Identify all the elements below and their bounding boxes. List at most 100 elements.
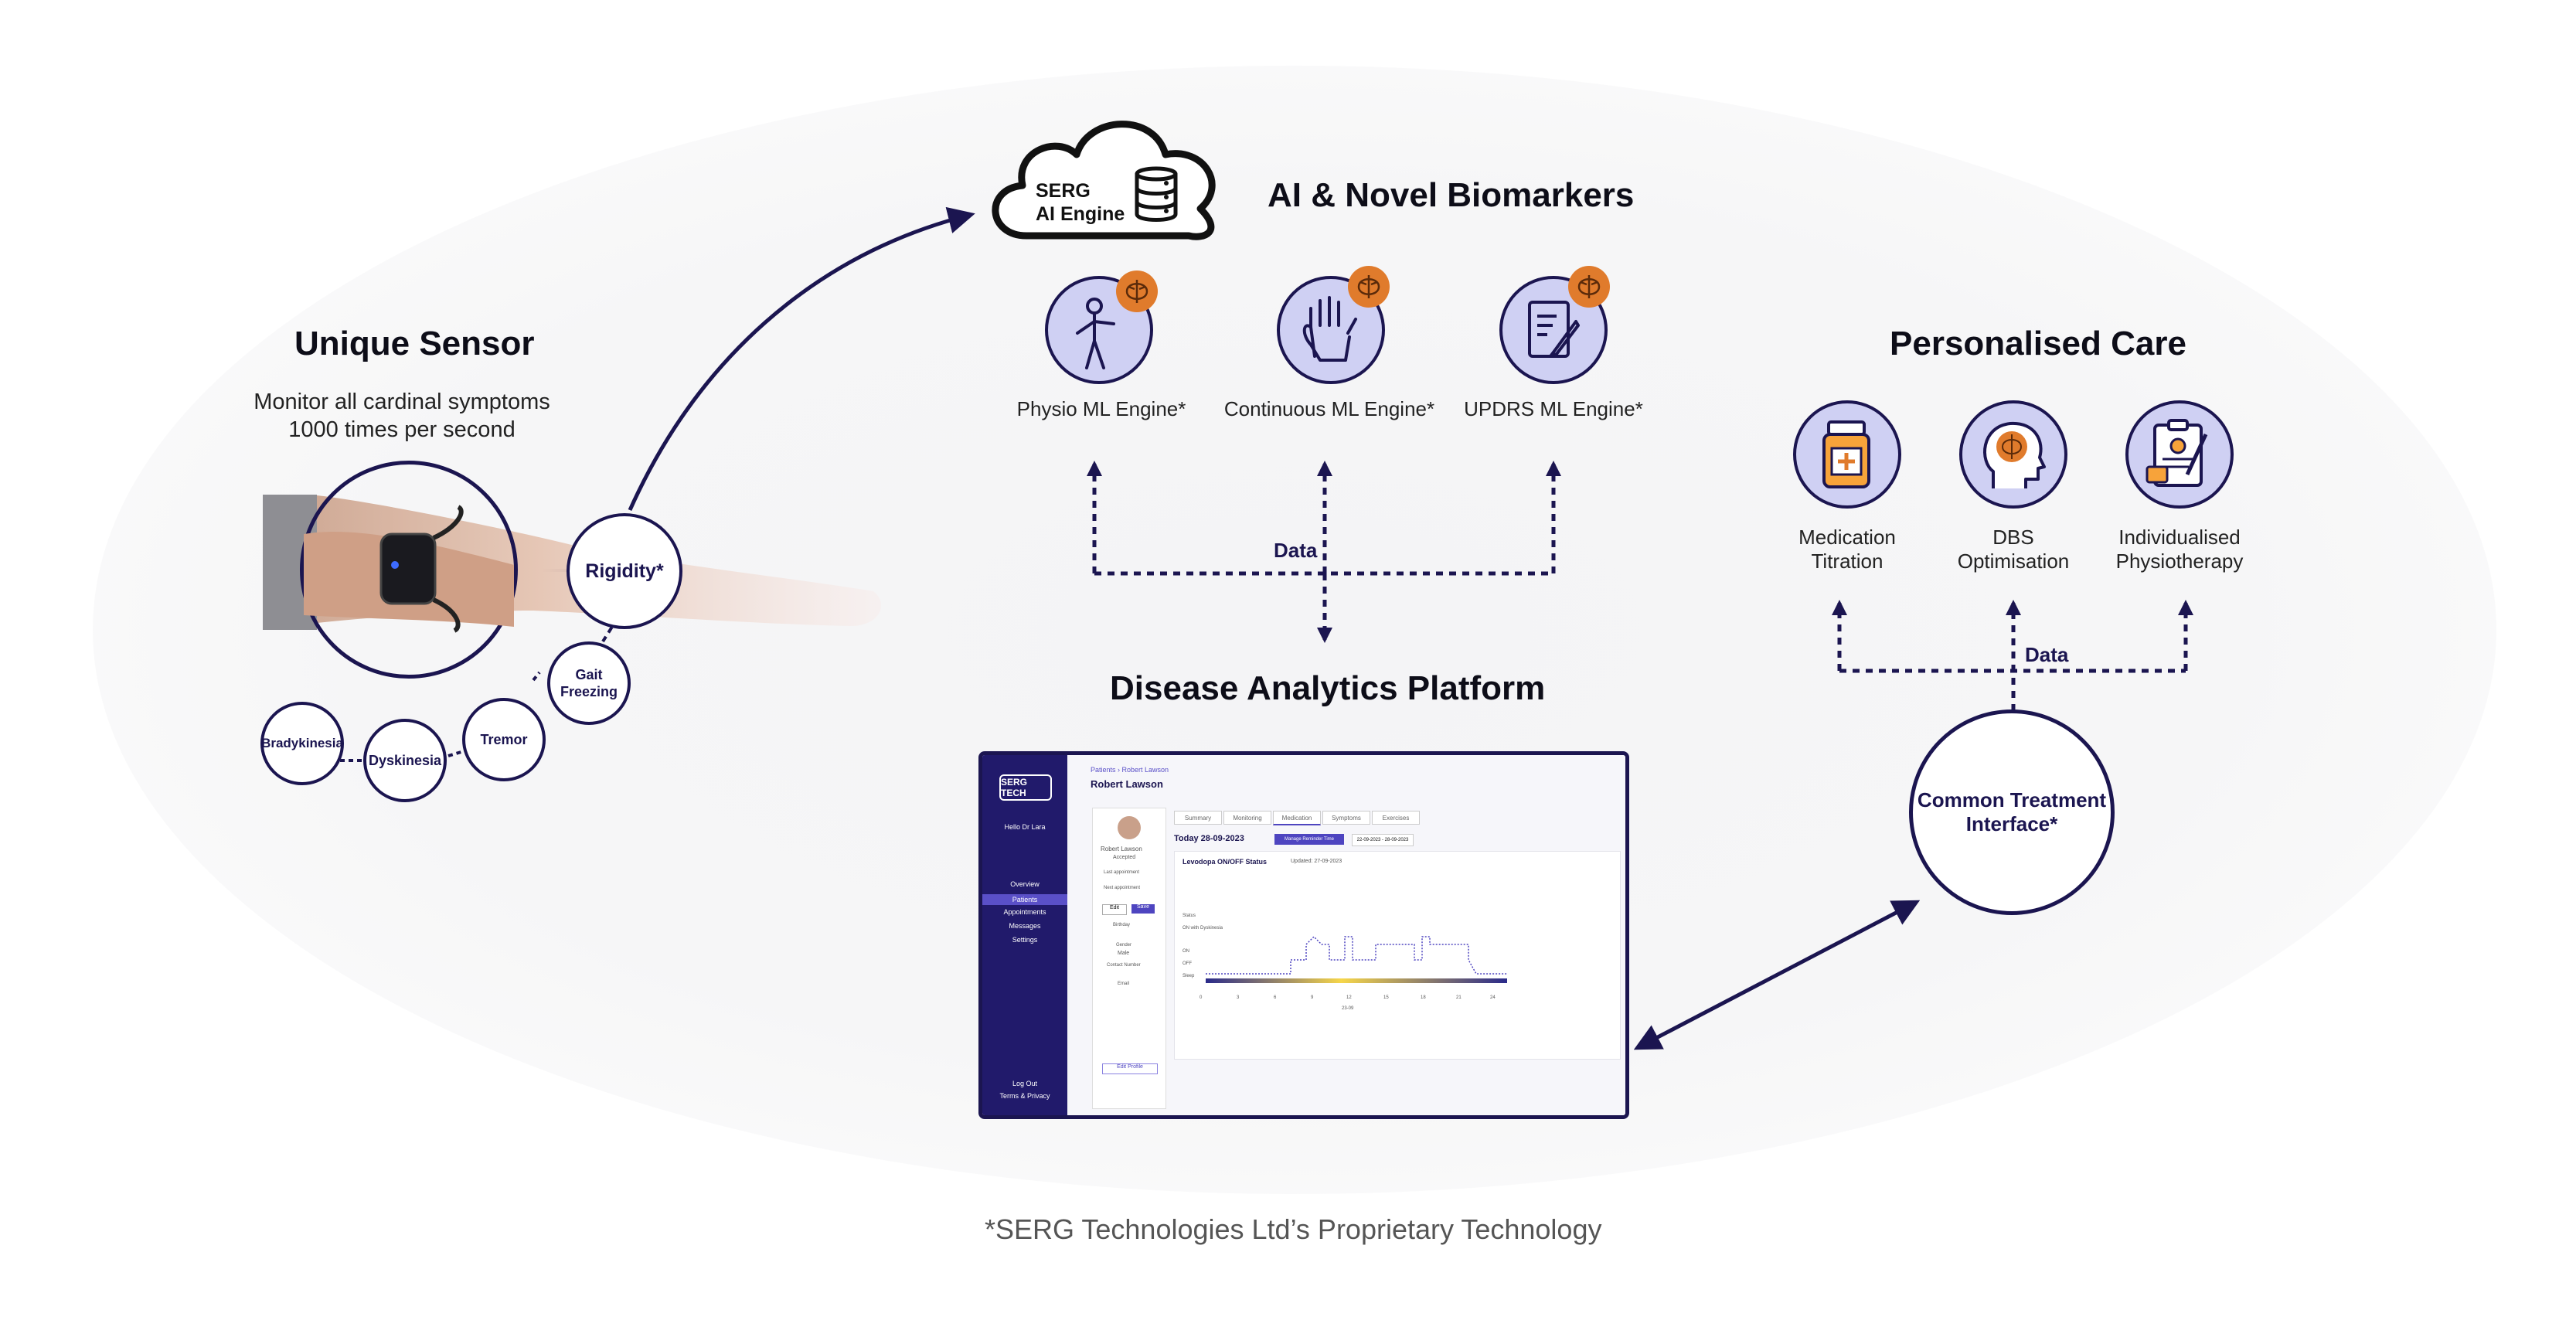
updrs-engine-label: UPDRS ML Engine* [1464,397,1643,420]
common-treatment-interface-line2: Interface* [1965,812,2058,835]
x-tick: 0 [1200,995,1203,1000]
x-tick: 3 [1237,995,1240,1000]
nav-logout[interactable]: Log Out [1012,1080,1038,1087]
sensor-title: Unique Sensor [294,325,535,362]
care-item-physio: Individualised Physiotherapy [2094,526,2265,573]
tab-symptoms[interactable]: Symptoms [1322,811,1370,825]
ai-engine-label-line1: SERG [1036,180,1091,202]
person-icon [1076,298,1115,369]
cloud-icon [992,121,1216,240]
nav-settings[interactable]: Settings [1012,936,1038,944]
clipboard-icon [2146,419,2208,487]
y-label-sleep: Sleep [1183,974,1195,978]
profile-email: Email [1118,982,1130,986]
nav-messages[interactable]: Messages [1009,922,1041,930]
profile-status: Accepted [1113,855,1136,860]
x-tick: 18 [1421,995,1426,1000]
nav-patients[interactable]: Patients [982,894,1067,905]
platform-interface-arrow [1633,900,1921,1050]
care-item-physio-line2: Physiotherapy [2115,550,2244,573]
levodopa-chart-plot [1206,935,1507,983]
x-tick: 24 [1490,995,1496,1000]
care-item-dbs: DBS Optimisation [1936,526,2091,573]
common-treatment-interface-line1: Common Treatment [1917,788,2107,812]
symptom-tremor: Tremor [462,698,546,781]
care-title: Personalised Care [1890,325,2186,362]
continuous-engine-label: Continuous ML Engine* [1223,397,1435,420]
physio-circle [2125,400,2234,509]
profile-birthday: Birthday [1113,923,1131,927]
profile-gender-value: Male [1118,951,1130,956]
dashboard-logo: SERG TECH [999,774,1052,801]
chart-title: Levodopa ON/OFF Status [1183,858,1268,866]
form-pencil-icon [1528,301,1580,358]
brain-icon [1116,271,1158,312]
wrist-sensor-icon [304,505,514,633]
symptom-bradykinesia: Bradykinesia [260,702,344,785]
tab-medication[interactable]: Medication [1273,811,1321,825]
dashboard-screenshot: SERG TECH Hello Dr Lara Overview Patient… [978,751,1629,1119]
patient-avatar [1118,816,1141,839]
x-tick: 12 [1346,995,1352,1000]
care-item-dbs-line2: Optimisation [1957,550,2070,573]
tab-monitoring[interactable]: Monitoring [1223,811,1271,825]
dashboard-main: Patients › Robert Lawson Robert Lawson R… [1067,755,1625,1115]
symptom-gait-freezing: Gait Freezing [547,641,631,725]
x-tick: 21 [1456,995,1462,1000]
symptom-rigidity: Rigidity* [567,513,682,629]
tab-summary[interactable]: Summary [1174,811,1222,825]
care-item-medication-line2: Titration [1811,550,1884,573]
profile-next-appt: Next appointment [1104,886,1141,890]
ai-engine-label-line2: AI Engine [1036,203,1125,225]
sensor-subtitle-line1: Monitor all cardinal symptoms [254,390,550,414]
dashboard-breadcrumb[interactable]: Patients › Robert Lawson [1091,766,1169,774]
nav-appointments[interactable]: Appointments [1003,908,1046,916]
dashboard-greeting: Hello Dr Lara [1004,823,1046,831]
date-range-picker[interactable]: 22-09-2023 - 28-09-2023 [1352,834,1414,846]
sensor-subtitle-line2: 1000 times per second [288,417,516,442]
dashboard-patient-name: Robert Lawson [1091,778,1163,790]
y-label-on: ON [1183,949,1189,954]
profile-edit-button[interactable]: Edit [1102,904,1127,915]
x-tick: 6 [1274,995,1277,1000]
y-label-status: Status [1183,914,1196,918]
physio-engine-label: Physio ML Engine* [1016,397,1186,420]
ai-title: AI & Novel Biomarkers [1268,176,1635,214]
dashboard-today: Today 28-09-2023 [1174,834,1244,843]
head-brain-icon [1983,421,2046,488]
ai-engine-label: SERG AI Engine [1036,179,1125,226]
symptom-dyskinesia: Dyskinesia [363,719,447,802]
hand-icon [1302,296,1357,362]
care-item-dbs-line1: DBS [1992,526,2034,549]
platform-title: Disease Analytics Platform [1110,669,1546,707]
profile-name: Robert Lawson [1101,846,1142,852]
care-item-medication: Medication Titration [1770,526,1924,573]
manage-reminder-button[interactable]: Manage Reminder Time [1274,834,1344,845]
profile-save-button[interactable]: Save [1131,904,1155,914]
common-treatment-interface: Common Treatment Interface* [1909,709,2115,915]
sensor-zoom-circle [300,461,518,679]
ai-data-label: Data [1274,539,1318,562]
profile-contact: Contact Number [1107,963,1141,968]
dashboard-sidebar: SERG TECH Hello Dr Lara Overview Patient… [982,755,1067,1115]
x-caption: 23-09 [1342,1006,1354,1011]
care-item-medication-line1: Medication [1798,526,1896,549]
medication-circle [1793,400,1901,509]
sensor-subtitle: Monitor all cardinal symptoms 1000 times… [232,388,572,444]
nav-overview[interactable]: Overview [1010,880,1040,888]
profile-gender: Gender [1116,943,1132,948]
patient-profile-card: Robert Lawson Accepted Last appointment … [1092,808,1166,1109]
chart-updated: Updated: 27-09-2023 [1291,859,1342,864]
edit-profile-button[interactable]: Edit Profile [1102,1063,1158,1074]
dbs-circle [1959,400,2067,509]
profile-last-appt: Last appointment [1104,870,1140,875]
levodopa-chart-card: Levodopa ON/OFF Status Updated: 27-09-20… [1174,851,1621,1060]
database-icon [1135,166,1178,222]
nav-terms[interactable]: Terms & Privacy [999,1092,1050,1100]
tab-exercises[interactable]: Exercises [1372,811,1420,825]
medication-bottle-icon [1822,420,1870,488]
footnote: *SERG Technologies Ltd’s Proprietary Tec… [985,1213,1602,1245]
y-label-off: OFF [1183,961,1192,966]
brain-icon [1568,266,1610,308]
care-data-label: Data [2025,643,2069,666]
